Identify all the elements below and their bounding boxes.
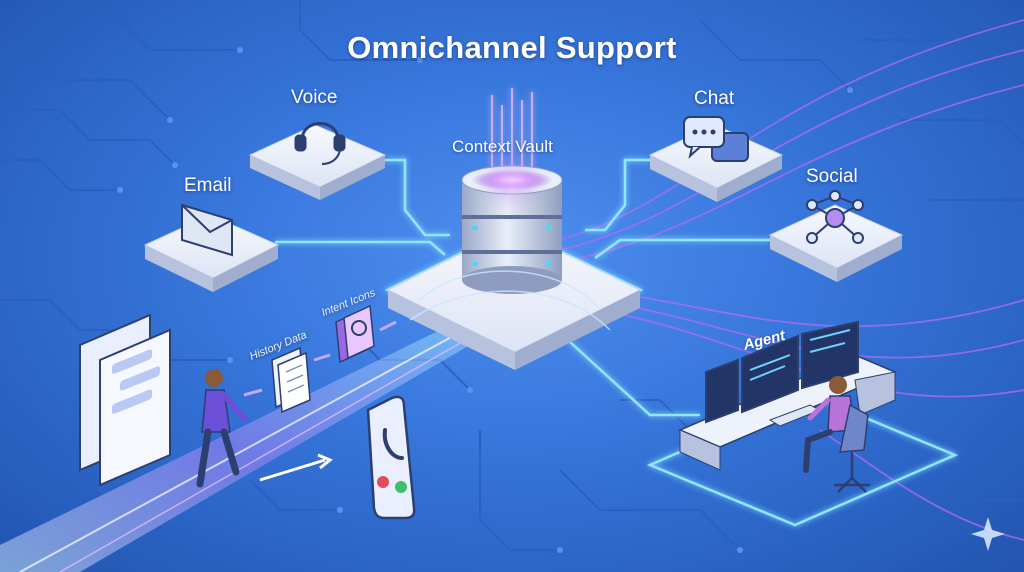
database-icon <box>461 162 563 294</box>
agent-workstation <box>646 320 959 527</box>
social-label: Social <box>806 166 858 187</box>
light-rays <box>491 88 533 170</box>
agent-figure <box>803 376 870 493</box>
phone-icon <box>366 395 416 520</box>
chat-label: Chat <box>694 88 735 109</box>
voice-label: Voice <box>291 87 338 108</box>
chat-windows <box>79 313 171 487</box>
chat-platform <box>648 116 784 202</box>
chat-bubbles-icon <box>683 116 749 162</box>
customer-figure <box>196 369 247 488</box>
intent-icon-cards <box>335 304 397 364</box>
social-network-icon <box>806 190 864 244</box>
headset-icon <box>294 122 346 165</box>
sparkle-icon <box>971 517 1005 551</box>
page-title: Omnichannel Support <box>347 30 677 65</box>
email-platform <box>143 203 280 292</box>
context-vault-label: Context Vault <box>452 137 553 156</box>
voice-platform <box>248 122 387 200</box>
social-platform <box>768 190 904 282</box>
email-label: Email <box>184 175 232 196</box>
history-data-documents <box>243 346 331 414</box>
vault-swirls <box>409 270 611 331</box>
envelope-icon <box>181 203 233 257</box>
connectors <box>275 158 770 417</box>
purple-flow-lines <box>559 19 1024 541</box>
data-stream <box>0 330 470 572</box>
